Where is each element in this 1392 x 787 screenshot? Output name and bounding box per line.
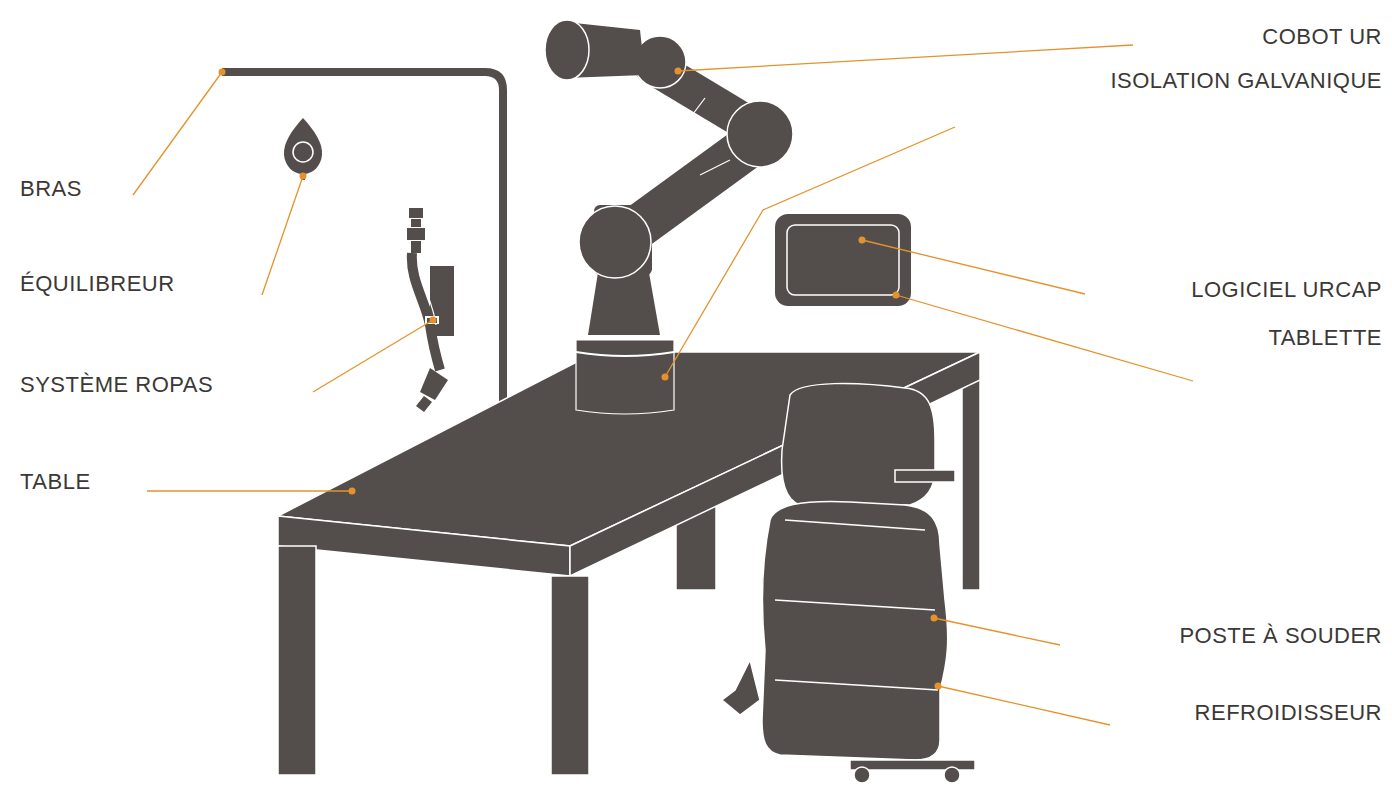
part-label: TABLETTE	[1268, 325, 1382, 351]
part-label: COBOT UR	[1262, 24, 1382, 50]
part-label: ÉQUILIBREUR	[20, 271, 175, 297]
part-label: SYSTÈME ROPAS	[20, 372, 213, 398]
torch-system	[407, 208, 454, 412]
support-arm	[222, 72, 503, 425]
part-label: BRAS	[20, 176, 82, 202]
part-label: ISOLATION GALVANIQUE	[1110, 68, 1382, 94]
table	[278, 352, 980, 775]
tablet	[775, 214, 911, 306]
part-label: REFROIDISSEUR	[1195, 700, 1382, 726]
part-label: POSTE À SOUDER	[1179, 623, 1382, 649]
part-label: LOGICIEL URCAP	[1191, 277, 1382, 303]
leader-lines	[133, 45, 1193, 725]
leader-dots	[219, 68, 942, 690]
part-label: TABLE	[20, 469, 91, 495]
cobot-arm	[545, 20, 793, 414]
welding-station	[722, 384, 975, 783]
balancer	[284, 118, 322, 180]
